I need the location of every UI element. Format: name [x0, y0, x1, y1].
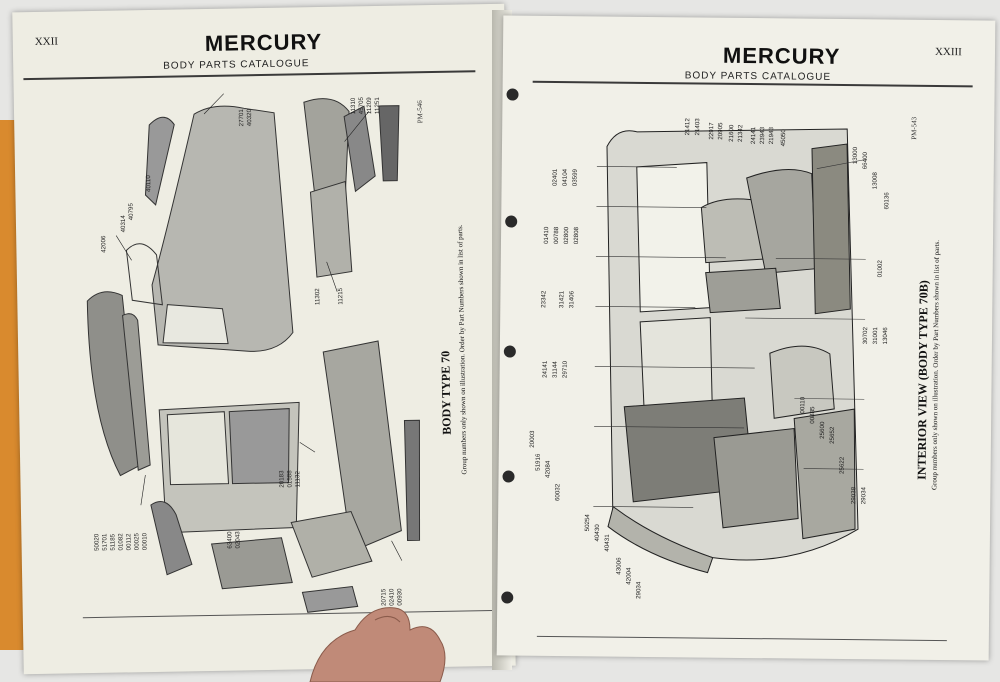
right-brand-title: MERCURY	[722, 42, 841, 69]
left-pn-11215: 11215	[337, 287, 345, 305]
left-pn-01082: 01082	[117, 533, 125, 551]
left-page-number: XXII	[34, 35, 59, 48]
right-pn-50254: 50254	[583, 514, 592, 532]
right-pn-00110: 00110	[799, 396, 807, 414]
left-pn-00010: 00010	[141, 532, 149, 551]
right-pn-29034b: 29034	[860, 486, 868, 505]
right-pn-04104: 04104	[561, 168, 569, 187]
right-pn-60032: 60032	[554, 483, 562, 502]
binder-hole	[502, 470, 515, 483]
right-plate-id: PM-543	[910, 116, 919, 140]
left-pn-01588: 01588	[286, 470, 294, 488]
right-pn-66400: 66400	[861, 151, 869, 170]
left-pn-51701: 51701	[101, 533, 109, 551]
right-pn-25652: 25652	[828, 426, 837, 444]
right-pn-13000: 13000	[851, 146, 860, 165]
right-pn-21943: 21943	[768, 127, 776, 145]
right-page: MERCURY BODY PARTS CATALOGUE XXIII PM-54…	[496, 15, 996, 661]
binder-hole	[506, 88, 519, 101]
left-pn-11302: 11302	[314, 288, 322, 306]
right-pn-42084: 42084	[544, 460, 552, 478]
right-pn-31001: 31001	[871, 327, 880, 345]
right-pn-13046: 13046	[881, 327, 890, 345]
right-pn-22917: 22917	[708, 122, 716, 140]
right-pn-01002: 01002	[876, 260, 884, 278]
right-pn-00885: 00885	[809, 406, 817, 424]
right-pn-25600: 25600	[818, 421, 827, 439]
binder-hole	[505, 215, 518, 228]
binder-hole	[501, 591, 514, 604]
right-pn-02808: 02808	[572, 226, 581, 245]
right-subtitle: BODY PARTS CATALOGUE	[684, 70, 832, 83]
left-pn-11251: 11251	[373, 97, 382, 115]
right-pn-20905: 20905	[717, 122, 725, 140]
right-pn-25622: 25622	[838, 456, 846, 475]
right-pn-31421: 31421	[558, 290, 566, 309]
right-pn-40430: 40430	[593, 524, 602, 542]
right-pn-21412: 21412	[684, 118, 692, 136]
right-caption-title: INTERIOR VIEW (BODY TYPE 70B)	[914, 280, 931, 480]
left-pn-40795: 40795	[127, 203, 135, 221]
left-caption-note: Group numbers only shown on illustration…	[456, 224, 469, 475]
right-pn-60136: 60136	[883, 192, 891, 210]
right-pn-23943: 23943	[759, 126, 767, 145]
right-pn-29034: 29034	[635, 581, 643, 599]
left-brand-title: MERCURY	[204, 28, 323, 56]
right-pn-43006: 43006	[615, 557, 623, 575]
left-pn-50020: 50020	[93, 533, 101, 552]
right-pn-29710: 29710	[561, 360, 569, 379]
right-pn-21403: 21403	[694, 118, 702, 136]
left-pn-40320: 40320	[245, 108, 254, 127]
right-pn-21600: 21600	[728, 124, 736, 142]
right-pn-03599: 03599	[571, 168, 579, 187]
right-pn-24141b: 24141	[541, 360, 549, 378]
left-pn-11132: 11132	[294, 471, 302, 488]
right-pn-29038: 29038	[850, 486, 858, 505]
right-pn-13008: 13008	[871, 172, 879, 190]
left-pn-11209: 11209	[365, 97, 374, 115]
right-page-number: XXIII	[934, 45, 962, 59]
left-page: XXII MERCURY BODY PARTS CATALOGUE PM-546	[12, 3, 516, 675]
hand-photo-element	[309, 607, 446, 682]
left-subtitle: BODY PARTS CATALOGUE	[163, 58, 310, 72]
right-pn-21342: 21342	[737, 124, 745, 142]
right-pn-02800: 02800	[562, 226, 571, 245]
left-pn-45705: 45705	[357, 96, 366, 115]
right-pn-01410: 01410	[542, 226, 551, 244]
left-pn-51185: 51185	[109, 533, 117, 551]
left-pn-00112: 00112	[125, 533, 133, 551]
right-pn-24141: 24141	[750, 126, 758, 145]
interior-view-illustration	[593, 128, 867, 574]
left-pn-40110: 40110	[145, 175, 153, 193]
left-pn-27701: 27701	[237, 109, 246, 127]
left-caption-title: BODY TYPE 70	[438, 350, 454, 435]
left-pn-20183: 20183	[278, 470, 286, 488]
right-pn-31144: 31144	[551, 361, 559, 379]
left-pn-11310: 11310	[349, 97, 358, 115]
right-pn-31406: 31406	[568, 290, 576, 309]
right-pn-02401: 02401	[551, 168, 559, 187]
left-header-rule	[23, 70, 476, 81]
right-caption-note: Group numbers only shown on illustration…	[930, 239, 942, 491]
right-footer-rule	[536, 635, 947, 642]
left-pn-02043: 02043	[234, 531, 242, 549]
right-pn-23342: 23342	[540, 290, 548, 308]
right-pn-00788: 00788	[552, 226, 561, 245]
right-pn-30702: 30702	[861, 326, 870, 345]
left-pn-00025: 00025	[133, 532, 141, 551]
left-pn-63400: 63400	[226, 531, 234, 549]
binder-hole	[503, 345, 516, 358]
left-pn-40314: 40314	[119, 215, 128, 233]
right-pn-20003: 20003	[528, 430, 537, 448]
left-pn-42006: 42006	[100, 235, 108, 253]
right-pn-45050: 45050	[780, 129, 788, 147]
right-pn-40431: 40431	[603, 534, 611, 552]
right-pn-42004: 42004	[625, 567, 633, 585]
body-type-70-illustration	[86, 93, 421, 613]
right-pn-51916: 51916	[534, 453, 542, 471]
